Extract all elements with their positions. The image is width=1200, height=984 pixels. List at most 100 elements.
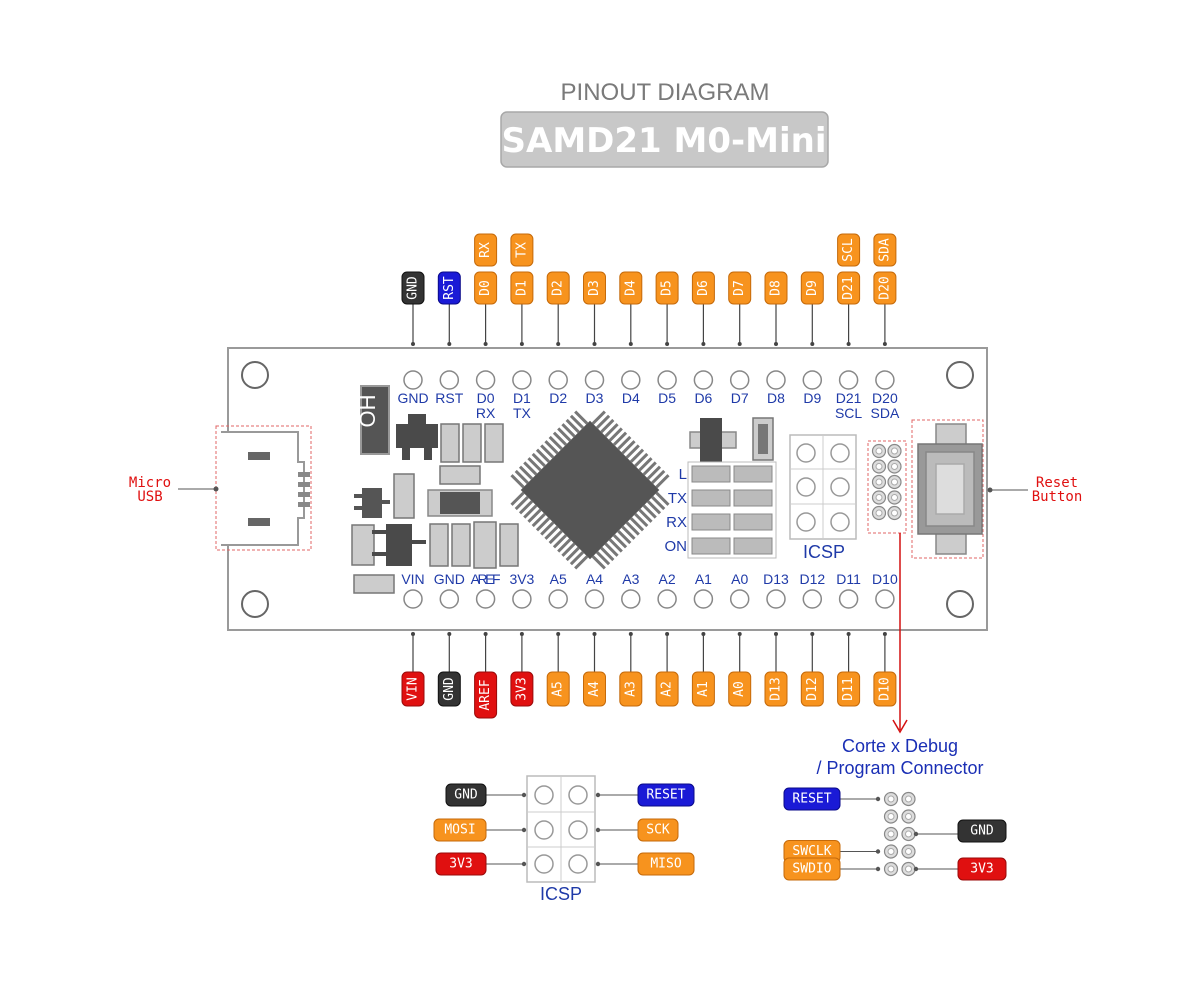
transistor-leg	[372, 552, 386, 556]
debug-detail-dot	[875, 849, 881, 854]
pad-a1	[693, 589, 714, 609]
pad-d0	[475, 370, 496, 390]
capacitor	[462, 423, 482, 463]
icsp-mosi-tag	[433, 818, 487, 842]
pin-dot-gnd	[411, 342, 415, 346]
pin-aref-label: AREF	[478, 679, 493, 710]
led-label-0: L	[679, 466, 687, 483]
icsp-pin	[796, 477, 816, 497]
icsp-detail-pin	[568, 854, 588, 874]
board-label-d10: D10	[872, 571, 898, 587]
pin-gnd2-label: GND	[442, 677, 457, 701]
chip-pin	[629, 517, 645, 532]
pin-dot-d10	[882, 632, 887, 636]
icsp-detail-dot	[521, 792, 527, 798]
pin-d21-alt-tag	[837, 233, 861, 267]
pin-dot-a5	[556, 632, 561, 636]
pad-d2	[548, 370, 568, 390]
pin-d21-tag	[837, 271, 861, 305]
board-label-vin: VIN	[401, 571, 424, 587]
pin-dot-gnd2	[447, 632, 452, 636]
chip-pin	[569, 414, 584, 429]
chip-pin	[531, 452, 546, 468]
chip-pin	[629, 448, 645, 463]
pad-a0	[729, 589, 750, 609]
chip-pin	[518, 500, 534, 515]
icsp-reset-label: RESET	[646, 788, 685, 803]
transistor	[386, 524, 412, 566]
pin-d10-label: D10	[877, 677, 892, 700]
pad-a5	[548, 589, 568, 609]
chip-pin	[552, 534, 568, 549]
chip-pin	[548, 529, 563, 545]
chip-pin	[523, 461, 538, 476]
title-badge	[500, 111, 829, 168]
pin-d6-tag	[691, 271, 715, 305]
icsp-detail-label: ICSP	[540, 884, 582, 904]
pad-d3	[584, 370, 605, 390]
chip-pin	[608, 427, 623, 442]
capacitor	[499, 523, 519, 567]
chip-pin	[655, 474, 670, 489]
debug-detail-dot	[875, 796, 881, 802]
board-label-d3: D3	[586, 390, 604, 406]
debug-detail-dot	[875, 866, 881, 872]
debug-detail-pin-hole	[905, 865, 912, 873]
pin-d12-tag	[800, 671, 824, 707]
ic-leg	[354, 494, 362, 498]
pin-d9-tag	[800, 271, 824, 305]
board-label-a4: A4	[586, 571, 603, 587]
pin-dot-d7	[737, 342, 742, 346]
debug-board-pin-hole	[891, 478, 898, 486]
chip-pin	[625, 444, 640, 459]
pin-d4-label: D4	[623, 280, 638, 296]
chip-pins	[510, 410, 670, 570]
chip-pin	[596, 414, 611, 429]
debug-board-pin-hole	[875, 478, 883, 486]
mounting-hole	[241, 590, 269, 618]
chip-pin	[574, 555, 589, 570]
chip-pin	[557, 538, 572, 553]
pin-rst-tag	[437, 271, 461, 305]
led-label-3: ON	[665, 538, 688, 555]
debug-detail-pin-hole	[905, 795, 912, 803]
icsp-detail-dot	[595, 861, 601, 867]
chip-pin	[561, 423, 576, 438]
pin-gnd-label: GND	[406, 276, 421, 300]
debug-detail-dot	[913, 831, 919, 837]
voltage-regulator	[396, 424, 438, 448]
pad-d5	[657, 370, 677, 390]
pin-d4-tag	[619, 271, 643, 305]
board-label-a3: A3	[622, 571, 639, 587]
ic-leg	[354, 506, 362, 510]
pin-d2-label: D2	[551, 280, 566, 296]
led-2	[691, 513, 731, 531]
board-label-d21: D21	[836, 390, 862, 406]
pin-3v3-label: 3V3	[514, 677, 529, 700]
chip-pin	[540, 444, 555, 459]
pin-dot-a0	[737, 632, 742, 636]
chip-pin	[600, 418, 615, 434]
small-ic	[362, 488, 382, 518]
chip-pin	[531, 512, 546, 528]
usb-contact	[248, 452, 270, 460]
resistor	[353, 574, 395, 594]
micro-usb-callout-line1: Micro	[129, 475, 171, 491]
icsp-detail-pin	[534, 854, 554, 874]
icsp-3v3-tag	[435, 852, 487, 876]
pin-rst-label: RST	[442, 276, 457, 300]
debug-detail-pin-hole	[887, 830, 895, 838]
icsp-3v3-label: 3V3	[449, 857, 472, 872]
debug-board-pin-hole	[891, 494, 898, 501]
chip-pin	[655, 491, 670, 506]
icsp-detail-dot	[595, 827, 601, 833]
silk-oh-component	[360, 385, 390, 455]
pin-dot-d21	[846, 342, 851, 346]
debug-3v3-label: 3V3	[970, 862, 993, 877]
chip-pin	[540, 521, 555, 536]
board-label-aref: AREF	[471, 571, 501, 587]
pad-d11	[838, 589, 859, 609]
